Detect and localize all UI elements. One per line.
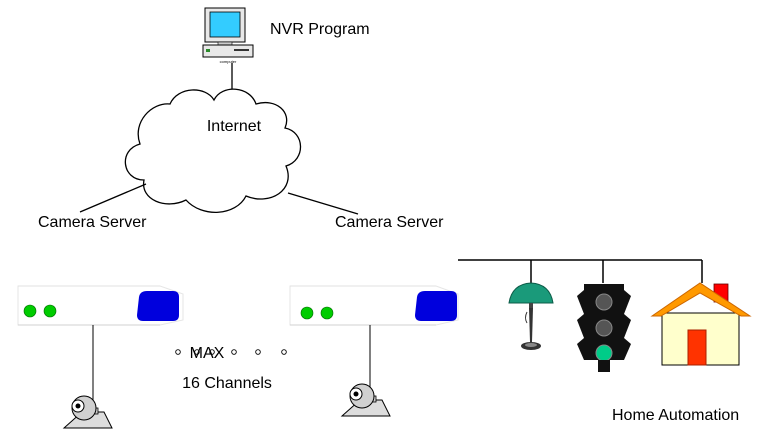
internet-label: Internet — [207, 118, 262, 135]
webcam-icon — [62, 395, 113, 429]
camera-server-left — [17, 285, 184, 326]
nvr-program-label: NVR Program — [270, 21, 370, 38]
camera-server-right-label: Camera Server — [335, 214, 444, 231]
traffic-light-icon — [577, 284, 631, 372]
server-panel-icon — [137, 291, 179, 321]
max-label: MAX — [190, 345, 225, 362]
server-led-icon — [300, 306, 314, 320]
camera-server-left-label: Camera Server — [38, 214, 147, 231]
computer-caption: computer — [220, 59, 237, 64]
lamp-icon — [508, 282, 554, 350]
camera-server-right — [289, 285, 459, 326]
cloud-icon — [124, 88, 302, 213]
server-led-icon — [23, 304, 37, 318]
server-panel-icon — [415, 291, 457, 321]
channels-label: 16 Channels — [182, 375, 272, 392]
server-led-icon — [43, 304, 57, 318]
home-automation-label: Home Automation — [612, 407, 739, 424]
webcam-icon — [340, 383, 391, 417]
server-led-icon — [320, 306, 334, 320]
ellipsis-dots — [175, 349, 287, 355]
computer-icon: computer — [202, 7, 254, 64]
house-icon — [650, 282, 752, 366]
